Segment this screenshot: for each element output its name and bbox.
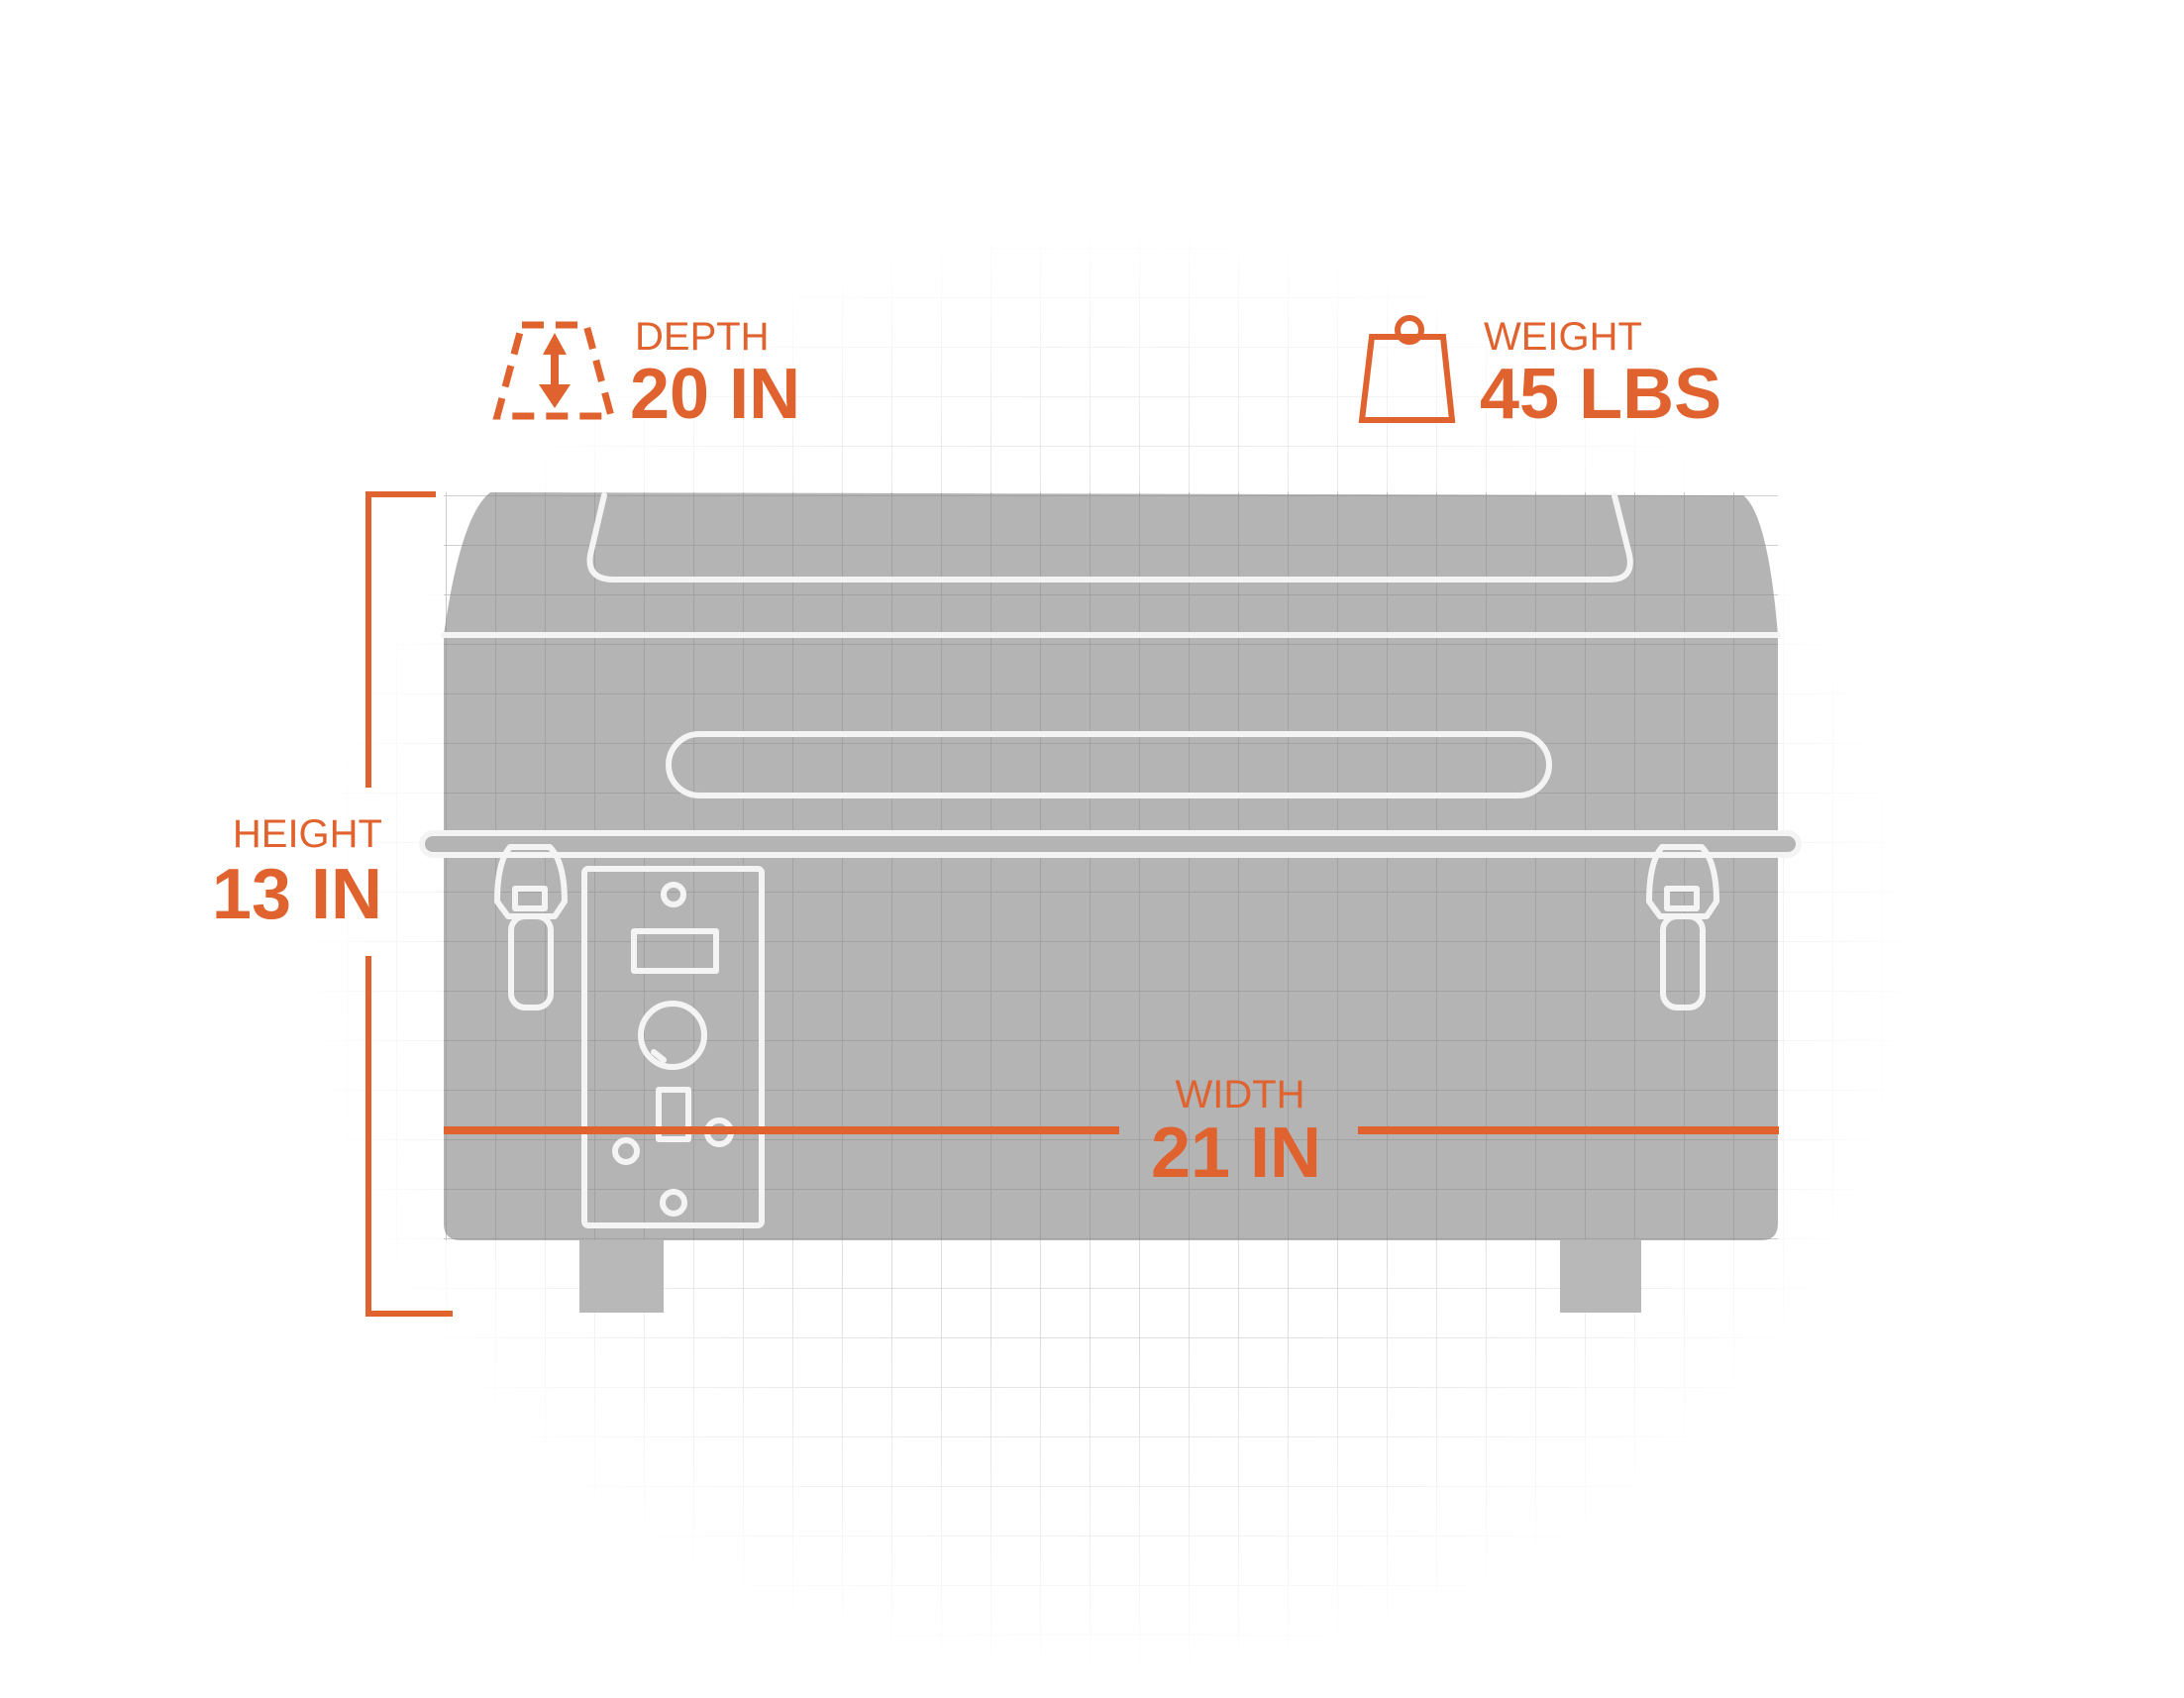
temperature-dial	[638, 1001, 707, 1070]
width-label: WIDTH	[1175, 1073, 1304, 1116]
height-label: HEIGHT	[233, 812, 382, 856]
grill-leg-right	[1560, 1238, 1641, 1313]
lid-vent-slot	[666, 731, 1552, 798]
weight-icon	[1358, 315, 1456, 423]
side-rail	[419, 830, 1802, 858]
latch-left	[494, 844, 568, 1010]
depth-value: 20 IN	[630, 355, 800, 434]
width-value: 21 IN	[1151, 1114, 1321, 1193]
height-bracket	[365, 491, 453, 1317]
weight-value: 45 LBS	[1480, 355, 1721, 434]
weight-label: WEIGHT	[1484, 315, 1642, 359]
display-screen	[631, 928, 719, 974]
latch-right	[1646, 844, 1719, 1010]
lid-handle	[586, 492, 1633, 583]
depth-arrow-icon	[492, 321, 616, 420]
grill-leg-left	[579, 1238, 664, 1313]
grill-illustration	[419, 492, 1802, 1313]
power-switch	[656, 1087, 691, 1142]
height-value: 13 IN	[212, 855, 382, 934]
depth-label: DEPTH	[635, 315, 770, 359]
